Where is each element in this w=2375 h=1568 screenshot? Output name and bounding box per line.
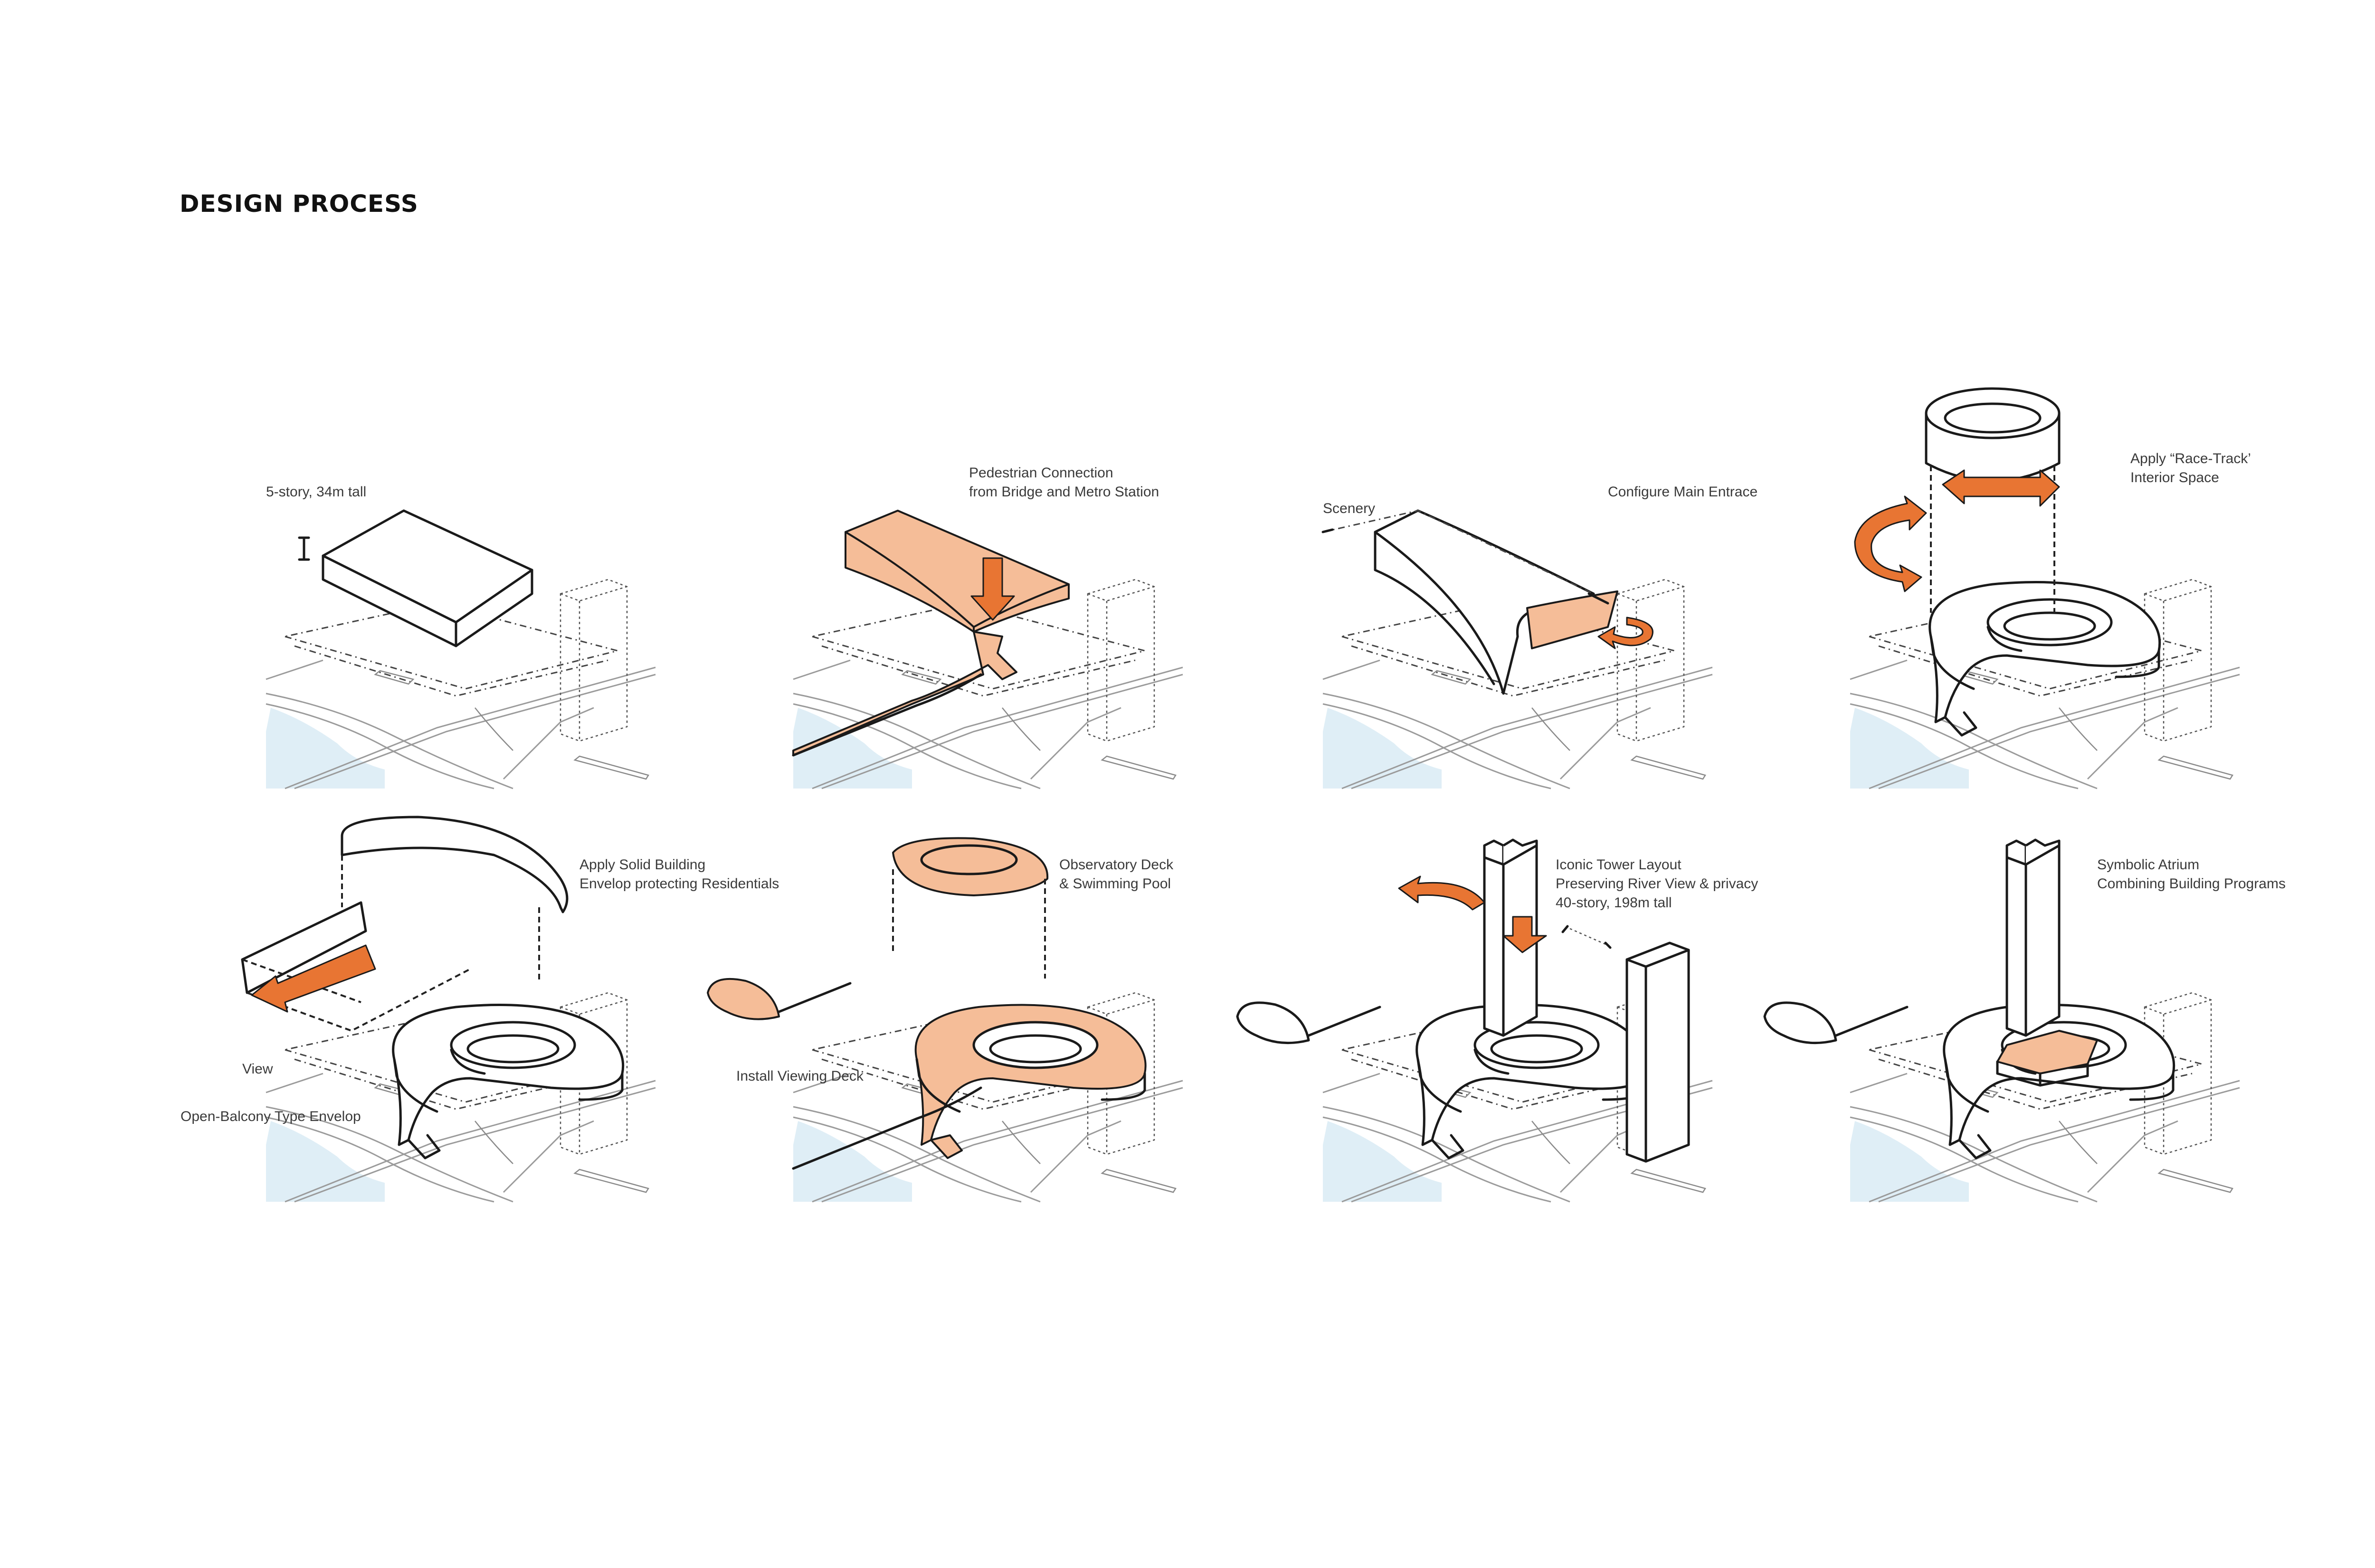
label-race-track-2: Interior Space [2130,470,2219,485]
view-arrow-icon [251,944,376,1013]
panel-7-iconic-tower: Iconic Tower Layout Preserving River Vie… [1237,840,1758,1203]
panel-6-observatory-deck: Observatory Deck & Swimming Pool Install… [707,837,1184,1203]
label-5-story: 5-story, 34m tall [266,484,366,500]
label-solid-envelope-2: Envelop protecting Residentials [580,876,779,892]
label-observatory-1: Observatory Deck [1059,857,1174,873]
label-atrium-1: Symbolic Atrium [2097,857,2199,873]
label-view: View [242,1061,273,1077]
label-observatory-2: & Swimming Pool [1059,876,1171,892]
panel-4-race-track: Apply “Race-Track’ Interior Space [1849,387,2251,789]
label-viewing-deck: Install Viewing Deck [736,1068,864,1084]
rotate-arrow-icon [1597,617,1653,649]
rotate-arrow-left-icon [1854,495,1927,592]
label-solid-envelope-1: Apply Solid Building [580,857,705,873]
panel-2-pedestrian-connection: Pedestrian Connection from Bridge and Me… [792,465,1184,789]
curved-arrow-icon [1398,875,1485,911]
label-pedestrian-2: from Bridge and Metro Station [969,484,1159,500]
expand-arrow-icon [1942,469,2060,507]
relocated-block [1625,941,1690,1163]
label-open-balcony: Open-Balcony Type Envelop [180,1109,361,1124]
label-scenery: Scenery [1323,501,1375,516]
panel-5-solid-envelope: Apply Solid Building Envelop protecting … [180,816,779,1203]
panel-1-massing: 5-story, 34m tall [265,484,656,789]
label-atrium-2: Combining Building Programs [2097,876,2286,892]
label-tower-2: Preserving River View & privacy [1556,876,1758,892]
down-arrow-icon [970,557,1015,621]
page-title: DESIGN PROCESS [180,190,418,218]
label-tower-3: 40-story, 198m tall [1556,895,1672,911]
label-main-entrance: Configure Main Entrace [1608,484,1758,500]
label-race-track-1: Apply “Race-Track’ [2130,451,2251,466]
label-tower-1: Iconic Tower Layout [1556,857,1682,873]
push-arrow-icon [1502,916,1547,953]
panel-8-symbolic-atrium: Symbolic Atrium Combining Building Progr… [1765,840,2286,1203]
label-pedestrian-1: Pedestrian Connection [969,465,1113,481]
panel-3-main-entrance: Scenery Configure Main Entrace [1321,484,1758,789]
